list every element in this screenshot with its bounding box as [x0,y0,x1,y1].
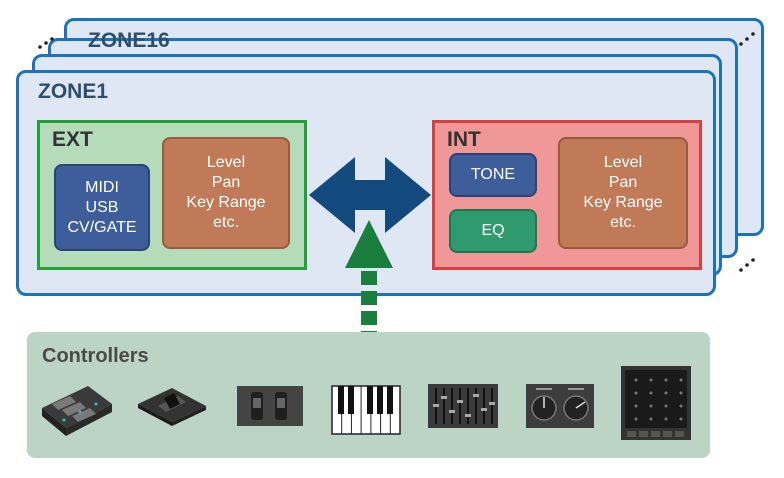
zone16-label: ZONE16 [88,29,170,52]
ext-sources-box: MIDI USB CV/GATE [54,164,150,251]
ext-param-pan: Pan [211,174,241,191]
int-param-etc: etc. [610,214,636,231]
ext-section: EXT MIDI USB CV/GATE Level Pan Key Range… [37,120,307,270]
ext-params-box: Level Pan Key Range etc. [162,137,290,249]
int-param-keyrange: Key Range [583,194,663,211]
eq-label: EQ [481,222,505,239]
tone-box: TONE [449,153,537,197]
int-params-box: Level Pan Key Range etc. [558,137,688,249]
int-param-level: Level [603,154,643,171]
ext-title: EXT [52,128,93,151]
ext-param-level: Level [206,154,246,171]
int-param-pan: Pan [608,174,638,191]
controllers-title: Controllers [42,345,149,367]
ext-source-midi: MIDI [85,178,119,196]
ext-source-cvgate: CV/GATE [67,218,137,236]
tone-label: TONE [470,166,516,183]
int-title: INT [447,128,481,151]
ext-param-etc: etc. [213,214,239,231]
zone1-label: ZONE1 [38,80,109,103]
int-section: INT TONE EQ Level Pan Key Range etc. [432,120,702,270]
ext-param-keyrange: Key Range [186,194,266,211]
ext-source-usb: USB [85,198,119,216]
eq-box: EQ [449,209,537,253]
